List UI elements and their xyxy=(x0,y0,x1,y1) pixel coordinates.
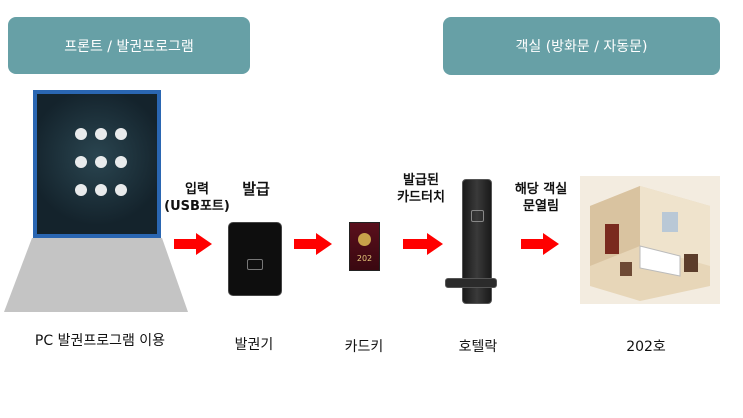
header-guest-room: 객실 (방화문 / 자동문) xyxy=(443,17,720,75)
monitor-screen xyxy=(37,94,157,234)
issue-label: 발급 xyxy=(242,180,270,198)
issued-card-line2: 카드터치 xyxy=(397,190,445,205)
open-room-label: 해당 객실 문열림 xyxy=(504,181,578,215)
app-icon xyxy=(75,128,87,140)
issued-card-line1: 발급된 xyxy=(403,173,439,188)
open-room-line1: 해당 객실 xyxy=(514,182,568,197)
card-issuer-device xyxy=(228,222,282,296)
header-front-issuing-program: 프론트 / 발권프로그램 xyxy=(8,17,250,74)
app-icon xyxy=(115,156,127,168)
header-right-text: 객실 (방화문 / 자동문) xyxy=(515,39,648,55)
caption-pc-program: PC 발권프로그램 이용 xyxy=(34,333,166,349)
header-left-text: 프론트 / 발권프로그램 xyxy=(64,38,194,55)
open-room-line2: 문열림 xyxy=(523,199,559,214)
arrow-right-icon xyxy=(294,233,332,255)
input-label-line2: (USB포트) xyxy=(164,199,230,214)
card-key: 202 xyxy=(349,222,380,271)
app-icon xyxy=(75,156,87,168)
card-room-number: 202 xyxy=(356,254,373,263)
card-emblem-icon xyxy=(358,233,371,246)
caption-cardkey: 카드키 xyxy=(344,339,384,355)
app-icon xyxy=(95,184,107,196)
app-icons-grid xyxy=(75,128,127,196)
input-usb-label: 입력 (USB포트) xyxy=(160,181,234,215)
pc-monitor xyxy=(33,90,161,238)
app-icon xyxy=(115,184,127,196)
card-reader-symbol xyxy=(247,259,263,270)
caption-room: 202호 xyxy=(626,339,666,355)
hotel-room-illustration xyxy=(580,176,720,304)
app-icon xyxy=(95,128,107,140)
issued-card-touch-label: 발급된 카드터치 xyxy=(386,172,456,206)
lock-handle xyxy=(445,278,497,288)
arrow-right-icon xyxy=(403,233,443,255)
input-label-line1: 입력 xyxy=(185,182,209,197)
app-icon xyxy=(115,128,127,140)
arrow-right-icon xyxy=(174,233,212,255)
arrow-right-icon xyxy=(521,233,559,255)
lock-reader-symbol xyxy=(471,210,484,222)
app-icon xyxy=(75,184,87,196)
laptop-base xyxy=(4,238,188,312)
caption-lock: 호텔락 xyxy=(458,339,498,355)
caption-issuer: 발권기 xyxy=(234,337,274,353)
app-icon xyxy=(95,156,107,168)
